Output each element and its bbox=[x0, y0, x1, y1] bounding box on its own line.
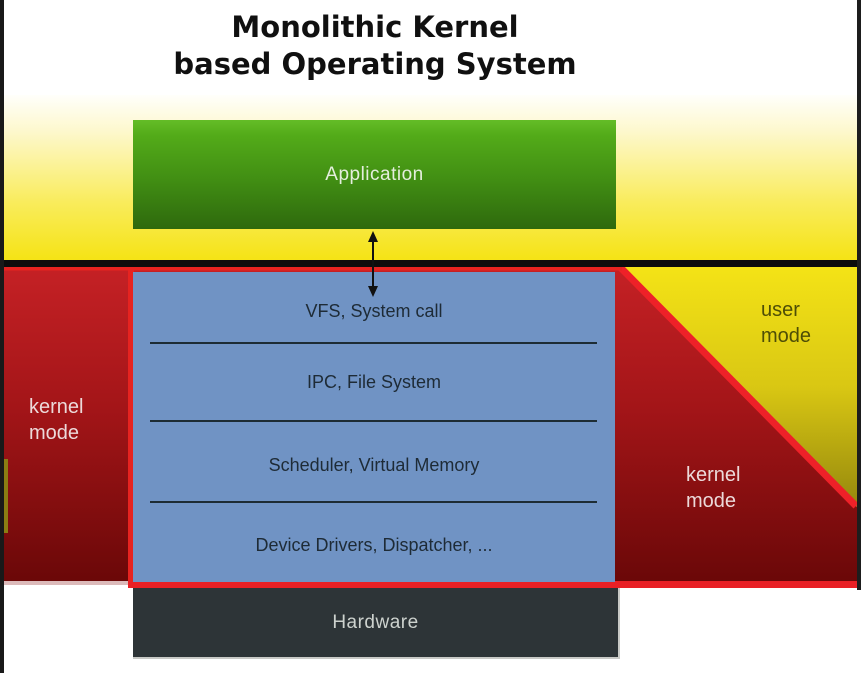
user-mode-label: user mode bbox=[761, 299, 812, 347]
kernel-layer-separator bbox=[150, 420, 597, 422]
kernel-layer-vfs: VFS, System call bbox=[305, 301, 443, 321]
diagram-title-line2: based Operating System bbox=[173, 47, 577, 81]
left-edge-olive-sliver bbox=[4, 459, 8, 533]
diagonal-boundary-stripe bbox=[618, 265, 859, 509]
hardware-box: Hardware bbox=[133, 588, 620, 659]
bottom-white-gap bbox=[4, 585, 128, 588]
kernel-layer-ipc: IPC, File System bbox=[306, 372, 442, 392]
mode-separator-line bbox=[0, 260, 861, 267]
right-frame-border bbox=[857, 0, 861, 590]
left-frame-border bbox=[0, 0, 4, 673]
kernel-mode-label-right: kernel mode bbox=[686, 464, 741, 512]
top-red-stripe bbox=[4, 267, 622, 271]
kernel-layer-drivers: Device Drivers, Dispatcher, ... bbox=[255, 535, 493, 555]
bottom-red-stripe bbox=[128, 581, 857, 588]
hardware-label: Hardware bbox=[332, 611, 419, 633]
kernel-layer-separator bbox=[150, 342, 597, 344]
bidirectional-arrow-icon bbox=[365, 231, 381, 302]
kernel-stack-box: VFS, System call IPC, File System Schedu… bbox=[133, 272, 615, 582]
bottom-pale-edge bbox=[4, 581, 128, 585]
application-box: Application bbox=[133, 120, 616, 229]
left-red-stripe bbox=[128, 267, 134, 581]
diagram-title: Monolithic Kernel based Operating System bbox=[0, 9, 750, 83]
application-label: Application bbox=[325, 163, 424, 185]
kernel-mode-label-left: kernel mode bbox=[29, 396, 84, 444]
kernel-layer-separator bbox=[150, 501, 597, 503]
kernel-layer-scheduler: Scheduler, Virtual Memory bbox=[268, 455, 480, 475]
diagram-title-line1: Monolithic Kernel bbox=[231, 10, 519, 44]
